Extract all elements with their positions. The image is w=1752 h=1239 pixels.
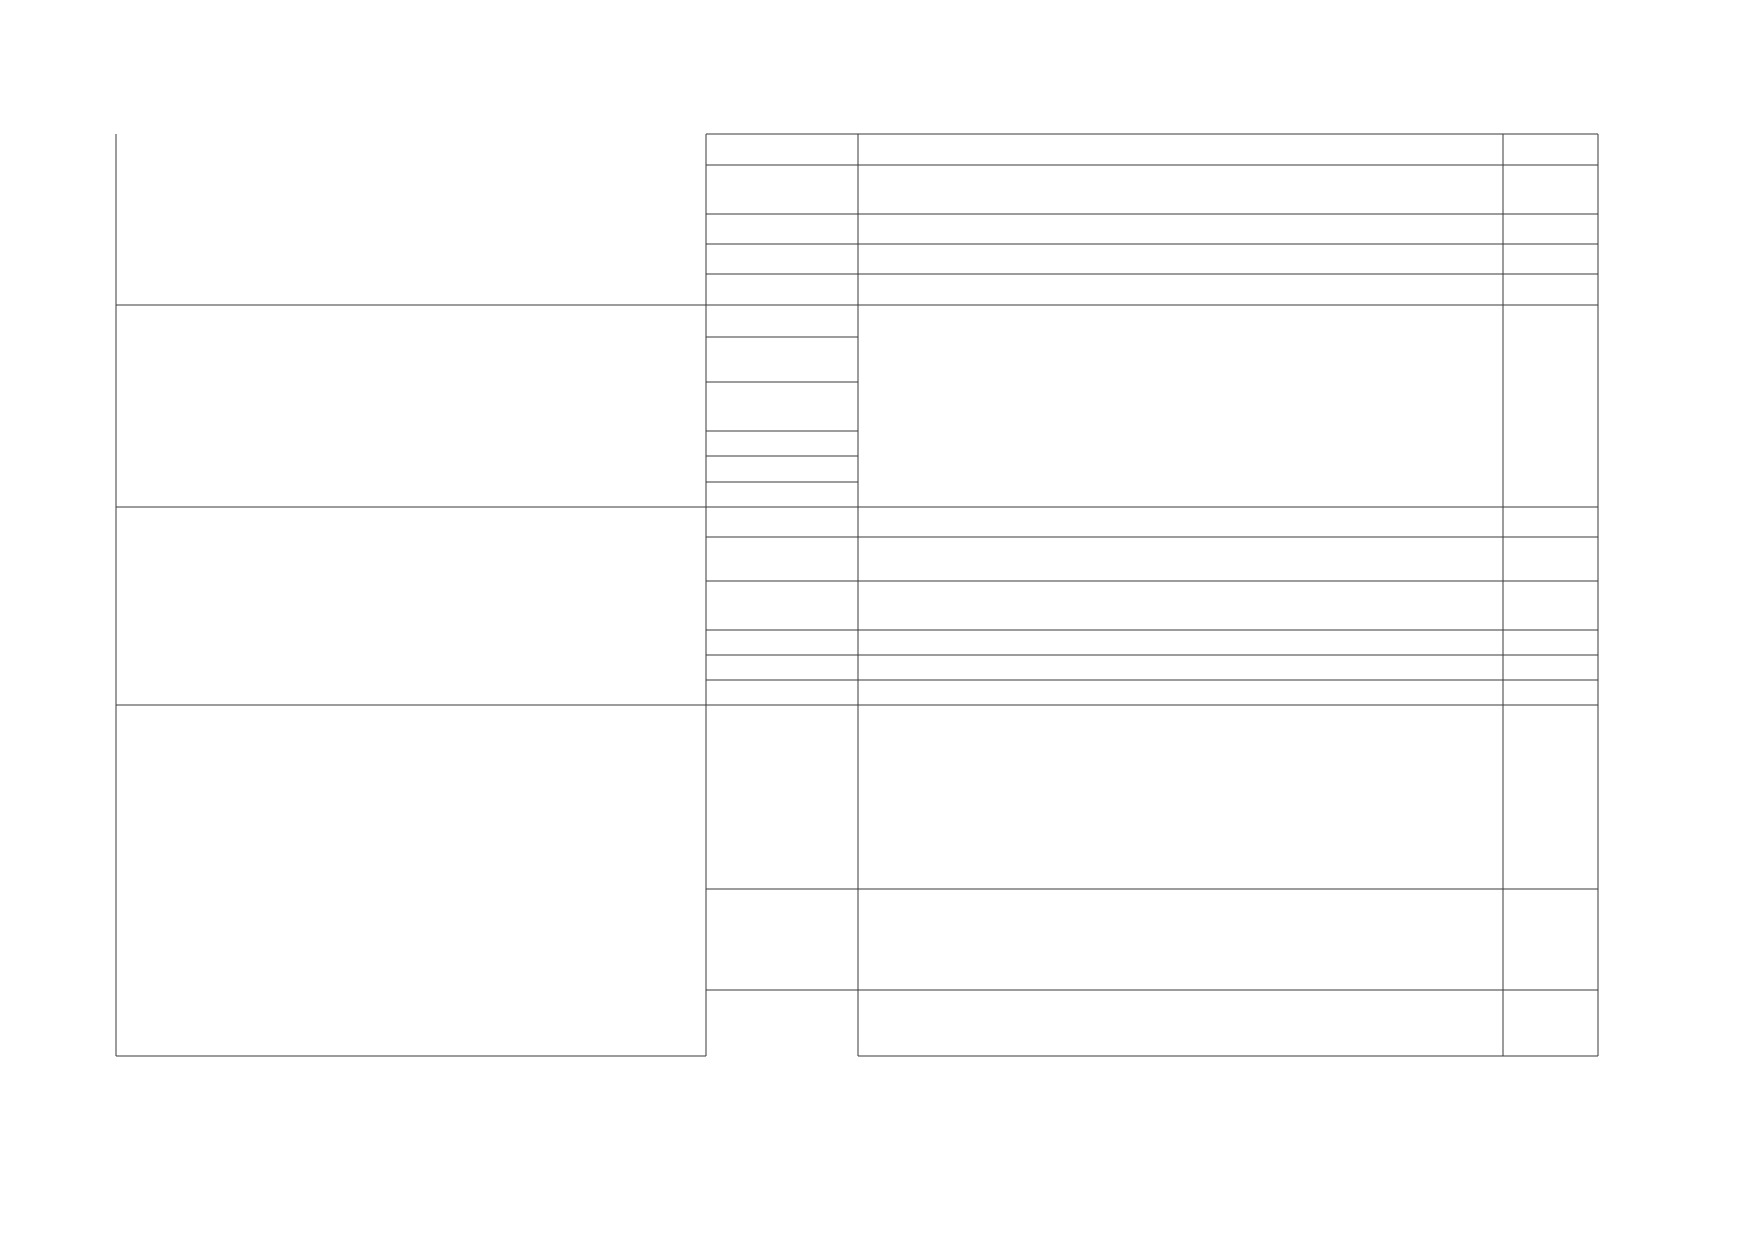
document-page: [115, 133, 1599, 1057]
empty-table-grid: [115, 133, 1599, 1057]
